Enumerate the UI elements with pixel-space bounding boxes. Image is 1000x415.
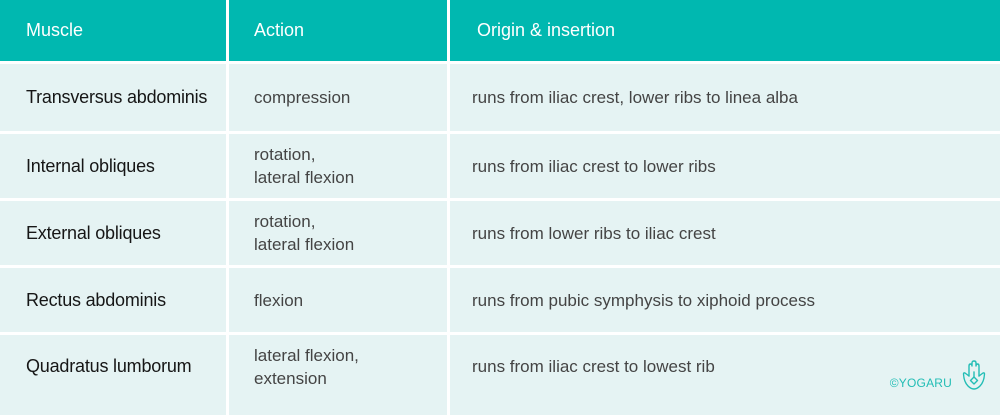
table-row-action: rotation, lateral flexion bbox=[229, 134, 447, 198]
footer-branding: ©YOGARU bbox=[890, 360, 986, 396]
table-row-origin: runs from lower ribs to iliac crest bbox=[450, 201, 1000, 265]
table-row-origin: runs from pubic symphysis to xiphoid pro… bbox=[450, 268, 1000, 332]
table-row-origin: runs from iliac crest to lower ribs bbox=[450, 134, 1000, 198]
table-row-action: rotation, lateral flexion bbox=[229, 201, 447, 265]
hamsa-hand-icon bbox=[962, 360, 986, 396]
table-row-muscle: Quadratus lumborum bbox=[0, 335, 226, 415]
table-row-muscle: Transversus abdominis bbox=[0, 64, 226, 131]
table-row-muscle: Rectus abdominis bbox=[0, 268, 226, 332]
table-row-origin: runs from iliac crest, lower ribs to lin… bbox=[450, 64, 1000, 131]
table-row-muscle: External obliques bbox=[0, 201, 226, 265]
table-row-action: lateral flexion, extension bbox=[229, 335, 447, 415]
header-origin-insertion: Origin & insertion bbox=[450, 0, 1000, 61]
table-row-muscle: Internal obliques bbox=[0, 134, 226, 198]
table-row-action: compression bbox=[229, 64, 447, 131]
header-muscle: Muscle bbox=[0, 0, 226, 61]
header-action: Action bbox=[229, 0, 447, 61]
brand-copyright: ©YOGARU bbox=[889, 376, 952, 390]
table-row-origin: runs from iliac crest to lowest rib bbox=[450, 335, 1000, 415]
table-row-action: flexion bbox=[229, 268, 447, 332]
